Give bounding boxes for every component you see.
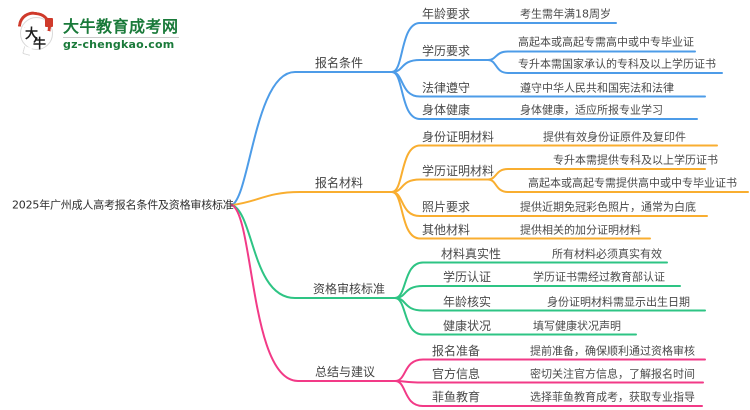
subnode-registration-preparation[interactable]: 报名准备	[432, 344, 481, 358]
leaf-feiyu-detail[interactable]: 选择菲鱼教育成考，获取专业指导	[530, 390, 695, 404]
leaf-authenticity-detail[interactable]: 所有材料必须真实有效	[552, 247, 662, 261]
subnode-photo-requirement[interactable]: 照片要求	[422, 200, 471, 214]
site-logo[interactable]: 大 牛 大牛教育成考网 gz-chengkao.com	[17, 9, 179, 56]
subnode-education-certification[interactable]: 学历认证	[443, 270, 492, 284]
subnode-other-materials[interactable]: 其他材料	[422, 223, 471, 237]
leaf-health-detail[interactable]: 身体健康，适应所报专业学习	[520, 103, 663, 117]
subnode-age-requirement[interactable]: 年龄要求	[422, 7, 471, 21]
leaf-health-status-detail[interactable]: 填写健康状况声明	[533, 319, 621, 333]
leaf-preparation-detail[interactable]: 提前准备，确保顺利通过资格审核	[530, 344, 695, 358]
leaf-education-detail-1[interactable]: 高起本或高起专需高中或中专毕业证	[518, 35, 694, 49]
logo-text-block: 大牛教育成考网 gz-chengkao.com	[63, 18, 179, 51]
leaf-official-info-detail[interactable]: 密切关注官方信息，了解报名时间	[530, 367, 695, 381]
logo-badge: 大 牛	[17, 9, 59, 56]
branch-lines-summary-advice	[231, 204, 706, 407]
branch-label-registration-materials[interactable]: 报名材料	[315, 176, 364, 190]
logo-divider	[63, 36, 179, 38]
subnode-official-information[interactable]: 官方信息	[432, 367, 481, 381]
logo-badge-char-2: 牛	[33, 37, 47, 52]
subnode-material-authenticity[interactable]: 材料真实性	[441, 247, 502, 261]
branch-lines-registration-conditions	[231, 22, 723, 206]
root-topic[interactable]: 2025年广州成人高考报名条件及资格审核标准	[12, 198, 234, 212]
subnode-health-status[interactable]: 健康状况	[443, 319, 492, 333]
logo-red-seal-icon	[45, 18, 53, 27]
subnode-education-requirement[interactable]: 学历要求	[422, 44, 471, 58]
logo-badge-char-1: 大	[25, 27, 39, 42]
subnode-education-documents[interactable]: 学历证明材料	[422, 164, 495, 178]
subnode-law-compliance[interactable]: 法律遵守	[422, 81, 471, 95]
leaf-law-detail[interactable]: 遵守中华人民共和国宪法和法律	[520, 81, 674, 95]
leaf-age-detail[interactable]: 考生需年满18周岁	[520, 7, 611, 21]
branch-lines-review-standards	[231, 204, 706, 336]
leaf-certification-detail[interactable]: 学历证书需经过教育部认证	[533, 270, 665, 284]
subnode-physical-health[interactable]: 身体健康	[422, 103, 471, 117]
leaf-other-material-detail[interactable]: 提供相关的加分证明材料	[520, 223, 641, 237]
leaf-edu-doc-detail-1[interactable]: 专升本需提供专科及以上学历证书	[553, 153, 718, 167]
logo-site-name: 大牛教育成考网	[63, 17, 179, 36]
leaf-photo-detail[interactable]: 提供近期免冠彩色照片，通常为白底	[520, 200, 696, 214]
branch-lines-registration-materials	[231, 144, 749, 240]
subnode-feiyu-education[interactable]: 菲鱼教育	[432, 390, 481, 404]
branch-label-review-standards[interactable]: 资格审核标准	[313, 282, 386, 296]
branch-label-summary-advice[interactable]: 总结与建议	[315, 365, 376, 379]
branch-label-registration-conditions[interactable]: 报名条件	[315, 56, 364, 70]
leaf-education-detail-2[interactable]: 专升本需国家承认的专科及以上学历证书	[518, 57, 716, 71]
leaf-age-verify-detail[interactable]: 身份证明材料需显示出生日期	[547, 295, 690, 309]
leaf-edu-doc-detail-2[interactable]: 高起本或高起专需提供高中或中专毕业证书	[528, 176, 737, 190]
subnode-age-verification[interactable]: 年龄核实	[443, 295, 492, 309]
leaf-identity-detail[interactable]: 提供有效身份证原件及复印件	[543, 130, 686, 144]
logo-site-url[interactable]: gz-chengkao.com	[63, 37, 175, 51]
subnode-identity-documents[interactable]: 身份证明材料	[422, 130, 495, 144]
